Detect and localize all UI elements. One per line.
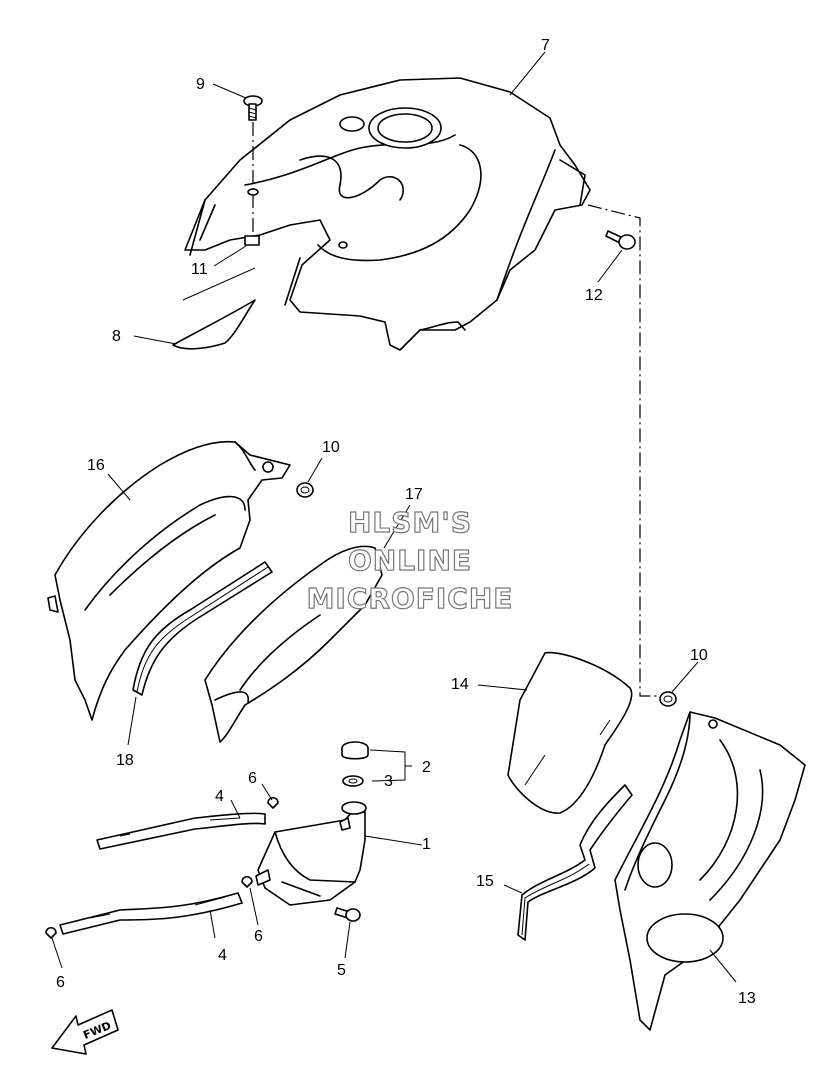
part-12-bolt[interactable] [605, 230, 636, 250]
callout-14: 14 [451, 676, 469, 693]
part-18-seal-strip[interactable] [132, 561, 273, 696]
callout-3: 3 [384, 773, 393, 790]
assembly-line-12 [587, 204, 665, 697]
callout-1: 1 [422, 836, 431, 853]
callout-11: 11 [191, 261, 208, 278]
watermark-line-3: MICROFICHE [307, 582, 514, 615]
part-1-reservoir[interactable] [255, 801, 367, 906]
callout-5: 5 [337, 962, 346, 979]
part-5-bolt[interactable] [334, 907, 361, 922]
part-14-decal[interactable] [507, 651, 633, 814]
callout-7: 7 [541, 37, 550, 54]
callout-18: 18 [116, 752, 134, 769]
part-9-screw[interactable] [243, 95, 263, 121]
callout-9: 9 [196, 76, 205, 93]
callout-13: 13 [738, 990, 756, 1007]
callout-6-b: 6 [254, 928, 263, 945]
callout-12: 12 [585, 287, 603, 304]
part-2-cap[interactable] [341, 741, 369, 760]
fwd-arrow-icon: FWD [51, 1009, 119, 1055]
leader-8-frame [182, 267, 256, 301]
callout-15: 15 [476, 873, 494, 890]
callout-6-c: 6 [56, 974, 65, 991]
tank-hole [247, 188, 259, 196]
callout-8: 8 [112, 328, 121, 345]
part-7-tank-cover[interactable] [184, 77, 591, 351]
part-10-grommet-upper[interactable] [296, 482, 314, 498]
part-16-side-cover-left[interactable] [47, 440, 291, 721]
part-11-nut[interactable] [244, 235, 260, 246]
callout-10-lower: 10 [690, 647, 708, 664]
callout-4-lower: 4 [218, 947, 227, 964]
callout-4-upper: 4 [215, 788, 224, 805]
part-17-panel[interactable] [204, 545, 383, 743]
part-6-clip-a[interactable] [267, 796, 279, 809]
callout-6-a: 6 [248, 770, 257, 787]
part-6-clip-c[interactable] [45, 926, 57, 939]
part-13-side-cover-right[interactable] [614, 711, 806, 1031]
leader-lines [51, 51, 737, 983]
callout-2: 2 [422, 759, 431, 776]
callout-16: 16 [87, 457, 105, 474]
watermark-line-1: HLSM'S [348, 506, 472, 539]
callout-17: 17 [405, 486, 423, 503]
part-4-hose-upper[interactable] [96, 812, 266, 850]
part-15-seal[interactable] [517, 784, 633, 941]
part-6-clip-b[interactable] [241, 875, 253, 888]
watermark-line-2: ONLINE [348, 544, 472, 577]
part-8-decal[interactable] [172, 299, 256, 350]
part-10-grommet-lower[interactable] [659, 691, 677, 707]
callout-10-upper: 10 [322, 439, 340, 456]
part-3-seal[interactable] [342, 775, 364, 787]
part-4-hose-lower[interactable] [59, 892, 243, 935]
